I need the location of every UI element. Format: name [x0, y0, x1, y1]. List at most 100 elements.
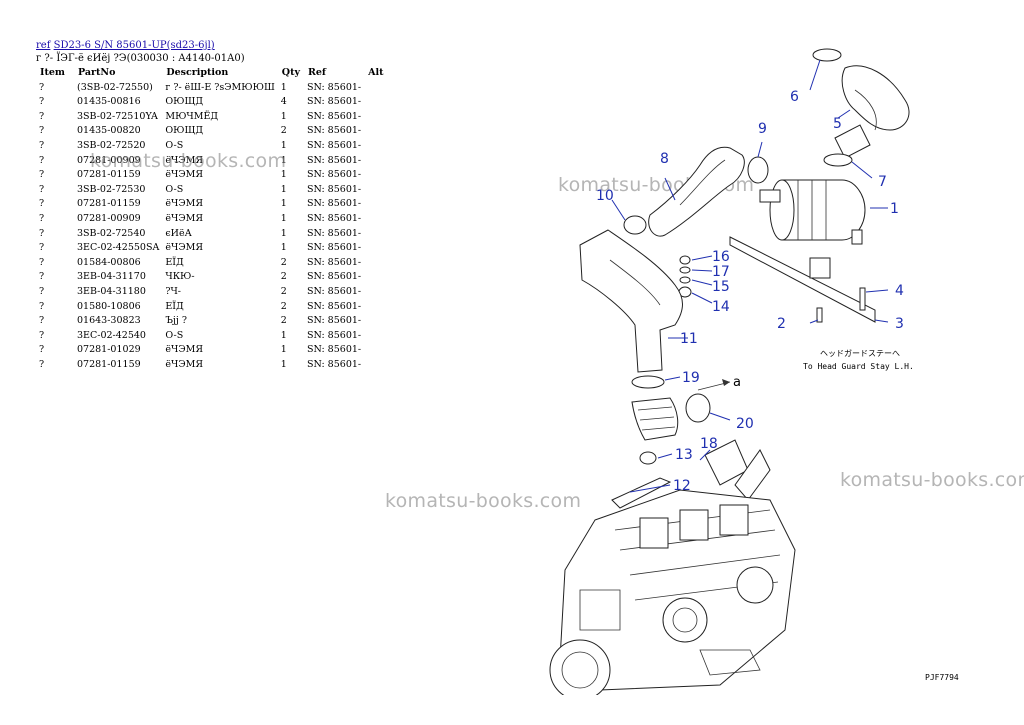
callout-14: 14 — [712, 299, 730, 315]
col-description: Description — [166, 67, 229, 78]
cell-alt — [364, 241, 387, 256]
cell-ref: SN: 85601- — [306, 315, 362, 327]
cell-description: г ?- ёШ-Е ?sЭМЮЮШ — [165, 81, 275, 93]
watermark-text: komatsu-books.com — [840, 469, 1024, 491]
duct-part-11 — [579, 229, 683, 373]
cell-description: O-S — [165, 183, 184, 195]
cell-qty: 1 — [280, 227, 287, 239]
cell-item: ? — [39, 256, 45, 268]
cell-partno: 3EB-04-31170 — [77, 271, 146, 283]
ref-link[interactable]: ref — [36, 40, 51, 51]
cell-partno: 07281-01159 — [77, 358, 141, 370]
callout-2: 2 — [777, 316, 786, 332]
cell-qty: 1 — [280, 139, 287, 151]
callout-10: 10 — [596, 188, 614, 204]
cell-description: єИёА — [165, 227, 192, 239]
col-alt: Alt — [368, 67, 384, 78]
cell-ref: SN: 85601- — [306, 285, 362, 297]
cell-ref: SN: 85601- — [306, 81, 362, 93]
cell-partno: 3SB-02-72540 — [77, 227, 146, 239]
cell-description: ?Ч- — [165, 285, 182, 297]
cell-item: ? — [39, 344, 45, 356]
air-cleaner-part-1 — [759, 179, 866, 245]
cell-alt — [364, 212, 387, 227]
clamp-part-7 — [823, 153, 853, 167]
clamp-part-19 — [631, 375, 665, 389]
cell-item: ? — [39, 329, 45, 341]
parts-diagram: 1 2 3 4 5 6 7 8 9 10 11 12 13 14 15 17 1… — [549, 48, 959, 695]
cell-qty: 1 — [280, 169, 287, 181]
cell-item: ? — [39, 154, 45, 166]
cell-partno: (3SB-02-72550) — [77, 81, 153, 93]
callout-17: 16 — [712, 249, 730, 265]
cell-alt — [364, 285, 387, 300]
cell-description: ёЧЭМЯ — [165, 358, 203, 370]
cell-description: ОЮЩД — [165, 125, 204, 137]
page-header: ref SD23-6 S/N 85601-UP(sd23-6jl) г ?- Ї… — [36, 39, 245, 65]
cell-ref: SN: 85601- — [306, 183, 362, 195]
cell-item: ? — [39, 110, 45, 122]
callout-8: 8 — [660, 151, 669, 167]
cell-ref: SN: 85601- — [306, 242, 362, 254]
cell-item: ? — [39, 227, 45, 239]
fastener-stack — [678, 255, 692, 298]
cell-qty: 2 — [280, 285, 287, 297]
cell-partno: 07281-01029 — [77, 344, 141, 356]
engine-block — [549, 489, 796, 695]
col-ref: Ref — [307, 67, 327, 78]
cell-alt — [364, 95, 387, 110]
fan-part-18 — [704, 439, 771, 501]
cell-item: ? — [39, 242, 45, 254]
cell-alt — [364, 139, 387, 154]
model-link[interactable]: SD23-6 S/N 85601-UP(sd23-6jl) — [53, 40, 215, 51]
cell-ref: SN: 85601- — [306, 358, 362, 370]
clamp-part-9 — [747, 156, 769, 184]
cell-alt — [364, 270, 387, 285]
callout-12: 12 — [673, 478, 691, 494]
cell-item: ? — [39, 358, 45, 370]
cell-alt — [364, 358, 387, 373]
cell-partno: 01580-10806 — [77, 300, 141, 312]
cell-description: ёЧЭМЯ — [165, 242, 203, 254]
cell-partno: 3SB-02-72520 — [77, 139, 146, 151]
cell-item: ? — [39, 169, 45, 181]
elbow-hose — [631, 397, 679, 441]
cell-alt — [364, 168, 387, 183]
callout-leaders — [611, 59, 889, 493]
callout-13: 13 — [675, 447, 693, 463]
cell-partno: 01643-30823 — [77, 315, 141, 327]
cell-alt — [364, 110, 387, 125]
cell-ref: SN: 85601- — [306, 139, 362, 151]
bracket-part-12 — [611, 477, 672, 509]
cell-item: ? — [39, 271, 45, 283]
cell-qty: 1 — [280, 344, 287, 356]
drawing-code: PJF7794 — [925, 673, 959, 682]
col-qty: Qty — [281, 67, 300, 78]
cell-item: ? — [39, 198, 45, 210]
cell-qty: 1 — [280, 154, 287, 166]
cell-qty: 2 — [280, 125, 287, 137]
cell-ref: SN: 85601- — [306, 154, 362, 166]
clamp-part-10 — [623, 215, 647, 235]
callout-1: 1 — [890, 201, 899, 217]
callout-3: 3 — [895, 316, 904, 332]
cell-qty: 2 — [280, 315, 287, 327]
arrow-label: a — [733, 375, 741, 390]
cell-ref: SN: 85601- — [306, 300, 362, 312]
cell-qty: 1 — [280, 198, 287, 210]
cell-ref: SN: 85601- — [306, 344, 362, 356]
cell-item: ? — [39, 212, 45, 224]
